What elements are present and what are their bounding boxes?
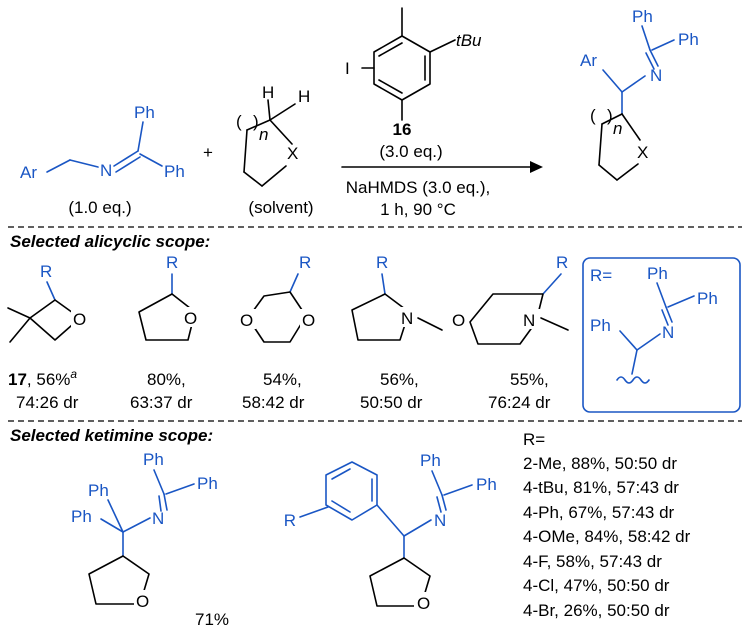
oxetane-dr: 74:26 dr (16, 393, 79, 412)
product-ph-top: Ph (632, 7, 653, 26)
r-table-row: 4-F, 58%, 57:43 dr (523, 552, 662, 571)
reagent-equiv: (3.0 eq.) (379, 142, 442, 161)
x-heteroatom: X (287, 144, 298, 163)
ketimine-heading: Selected ketimine scope: (10, 426, 213, 445)
product-ph-right: Ph (678, 30, 699, 49)
r-table-row: 4-Ph, 67%, 57:43 dr (523, 503, 675, 522)
conditions-time-temp: 1 h, 90 °C (380, 200, 456, 219)
pyrrolidine-n: N (401, 309, 413, 328)
product-n-subscript: n (613, 119, 622, 138)
r-table-row: 4-OMe, 84%, 58:42 dr (523, 527, 691, 546)
k2-n: N (434, 511, 446, 530)
paren-open: ( (236, 112, 242, 131)
oxetane-o: O (73, 310, 86, 329)
morpholine-n: N (523, 311, 535, 330)
dioxane-r: R (299, 253, 311, 272)
thf-r: R (166, 253, 178, 272)
product-x: X (637, 143, 648, 162)
k1-o: O (136, 592, 149, 611)
product: Ph Ph Ar N X ( ) n (580, 7, 699, 181)
product-paren-close: ) (607, 106, 613, 125)
dioxane-dr: 58:42 dr (242, 393, 305, 412)
ketimine-product-1: Ph Ph Ph Ph N O 71% (71, 450, 229, 629)
paren-close: ) (253, 112, 259, 131)
plus-sign: + (203, 143, 213, 162)
reaction-arrow (341, 161, 543, 173)
thf-dr: 63:37 dr (130, 393, 193, 412)
dioxane-yield: 54%, (263, 370, 302, 389)
pyrrolidine-yield: 56%, (380, 370, 419, 389)
solvent-label: (solvent) (248, 198, 313, 217)
heterocycle-solvent: H H X ( ) n (solvent) (236, 83, 314, 217)
k2-r: R (284, 511, 296, 530)
morpholine-o: O (452, 311, 465, 330)
oxetane-r: R (40, 262, 52, 281)
scope-morpholine: R O N 55%, 76:24 dr (450, 253, 569, 412)
k1-ph-mid: Ph (88, 481, 109, 500)
thf-yield: 80%, (147, 370, 186, 389)
imine-n: N (100, 161, 112, 180)
n-subscript: n (259, 125, 268, 144)
r-group-n: N (662, 323, 674, 342)
r-table-row: 4-Cl, 47%, 50:50 dr (523, 576, 670, 595)
product-ar: Ar (580, 51, 597, 70)
morpholine-yield: 55%, (510, 370, 549, 389)
oxetane-yield-line: 17, 56%a (8, 367, 77, 389)
k1-n: N (152, 509, 164, 528)
k1-ph-left: Ph (71, 507, 92, 526)
dioxane-o-left: O (240, 311, 253, 330)
alicyclic-heading: Selected alicyclic scope: (10, 232, 210, 251)
k2-ph-right: Ph (476, 475, 497, 494)
imine-ph-top: Ph (134, 103, 155, 122)
scope-oxetane: R O 17, 56%a 74:26 dr (7, 262, 89, 412)
morpholine-dr: 76:24 dr (488, 393, 551, 412)
r-table-row: 4-tBu, 81%, 57:43 dr (523, 478, 679, 497)
r-table-row: 2-Me, 88%, 50:50 dr (523, 454, 677, 473)
r-table-row: 4-Br, 26%, 50:50 dr (523, 601, 670, 620)
r-group-ph-right: Ph (697, 289, 718, 308)
h-label-2: H (298, 87, 310, 106)
scope-pyrrolidine: R N 56%, 50:50 dr (351, 253, 443, 412)
k1-ph-top: Ph (143, 450, 164, 469)
scope-thf: R O 80%, 63:37 dr (130, 253, 199, 412)
pyrrolidine-r: R (376, 253, 388, 272)
product-n: N (650, 66, 662, 85)
r-group-ph-left: Ph (590, 316, 611, 335)
imine-ph-right: Ph (164, 162, 185, 181)
r-substituent-table: R= 2-Me, 88%, 50:50 dr 4-tBu, 81%, 57:43… (523, 430, 691, 620)
h-label-1: H (262, 83, 274, 102)
k1-yield: 71% (195, 610, 229, 629)
pyrrolidine-dr: 50:50 dr (360, 393, 423, 412)
k2-o: O (417, 594, 430, 613)
imine-ar: Ar (20, 163, 37, 182)
dioxane-o-right: O (302, 311, 315, 330)
ketimine-product-2: R Ph Ph N O (284, 451, 497, 613)
product-paren-open: ( (590, 106, 596, 125)
imine-equiv: (1.0 eq.) (68, 198, 131, 217)
thf-o: O (184, 309, 197, 328)
r-table-header: R= (523, 430, 545, 449)
tbu-label: tBu (456, 31, 482, 50)
conditions-base: NaHMDS (3.0 eq.), (346, 178, 491, 197)
compound-number-16: 16 (393, 120, 412, 139)
iodo-label: I (345, 59, 350, 78)
aryl-iodide-reagent: I tBu 16 (3.0 eq.) (345, 7, 482, 161)
k1-ph-right: Ph (197, 474, 218, 493)
scope-dioxane: R O O 54%, 58:42 dr (238, 253, 318, 412)
starting-imine: Ar N Ph Ph (1.0 eq.) (20, 103, 185, 217)
k2-ph-top: Ph (420, 451, 441, 470)
r-group-box: R= Ph Ph Ph N (582, 257, 741, 413)
r-group-label: R= (590, 266, 612, 285)
morpholine-r: R (556, 253, 568, 272)
r-group-ph-top: Ph (647, 264, 668, 283)
